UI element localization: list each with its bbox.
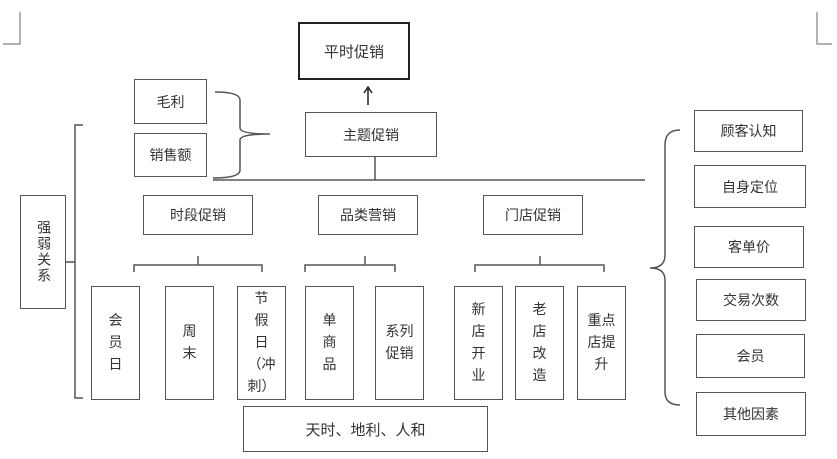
bracket-left xyxy=(66,124,83,399)
theme-connector xyxy=(213,157,645,181)
leaf-text: （冲 xyxy=(247,357,276,373)
leaf-text: 日 xyxy=(108,357,123,373)
leaf-text: 业 xyxy=(471,368,486,384)
leaf-text: 会 xyxy=(108,313,123,329)
left-label: 强弱关系 xyxy=(35,220,52,284)
leaf-text: 店 xyxy=(532,324,547,340)
leaf-text: 假 xyxy=(254,313,269,329)
factor-box: 自身定位 xyxy=(694,165,806,208)
leaf-text: 店提 xyxy=(587,335,616,351)
category-box: 时段促销 xyxy=(143,195,253,235)
factor-box: 会员 xyxy=(696,334,805,378)
leaf-box: 系列促销 xyxy=(375,286,424,400)
factor-box: 其他因素 xyxy=(696,392,806,436)
leaf-text: 周 xyxy=(182,324,197,340)
leaf-text: 改 xyxy=(532,346,547,362)
bottom-box: 天时、地利、人和 xyxy=(243,406,488,452)
leaf-box: 周末 xyxy=(165,286,214,400)
leaf-text: 单 xyxy=(322,313,337,329)
factor-box: 交易次数 xyxy=(696,279,806,321)
category-box: 门店促销 xyxy=(483,195,583,235)
bracket-store xyxy=(474,256,605,272)
leaf-text: 店 xyxy=(471,324,486,340)
leaf-text: 员 xyxy=(108,335,123,351)
metric-box: 销售额 xyxy=(134,133,207,177)
leaf-text: 节 xyxy=(254,291,269,307)
leaf-text: 升 xyxy=(594,357,609,373)
leaf-text: 造 xyxy=(532,368,547,384)
leaf-text: 开 xyxy=(471,346,486,362)
corner-mark-right xyxy=(816,12,832,45)
top-box: 平时促销 xyxy=(298,22,410,80)
factor-box: 客单价 xyxy=(694,226,804,268)
brace-metrics xyxy=(212,91,271,179)
left-label-box: 强弱关系 xyxy=(20,195,66,309)
bracket-category xyxy=(304,256,396,272)
corner-mark-left xyxy=(3,12,21,45)
metric-box: 毛利 xyxy=(134,79,207,124)
leaf-text: 末 xyxy=(182,346,197,362)
leaf-text: 品 xyxy=(322,357,337,373)
brace-right xyxy=(649,129,681,406)
theme-box: 主题促销 xyxy=(305,112,437,157)
arrow-up xyxy=(363,85,373,105)
leaf-box: 单商品 xyxy=(305,286,354,400)
leaf-text: 促销 xyxy=(385,346,414,362)
leaf-text: 商 xyxy=(322,335,337,351)
leaf-text: 刺） xyxy=(247,379,276,395)
leaf-box: 新店开业 xyxy=(454,286,503,400)
leaf-text: 日 xyxy=(254,335,269,351)
leaf-box: 节假日 （冲刺） xyxy=(237,286,286,400)
leaf-text: 老 xyxy=(532,302,547,318)
factor-box: 顾客认知 xyxy=(694,110,803,152)
leaf-text: 新 xyxy=(471,302,486,318)
leaf-box: 重点店提升 xyxy=(577,286,626,400)
leaf-text: 系列 xyxy=(385,324,414,340)
leaf-box: 老店改造 xyxy=(515,286,564,400)
bracket-time xyxy=(133,256,263,272)
leaf-box: 会员日 xyxy=(91,286,140,400)
leaf-text: 重点 xyxy=(587,313,616,329)
category-box: 品类营销 xyxy=(318,195,418,235)
